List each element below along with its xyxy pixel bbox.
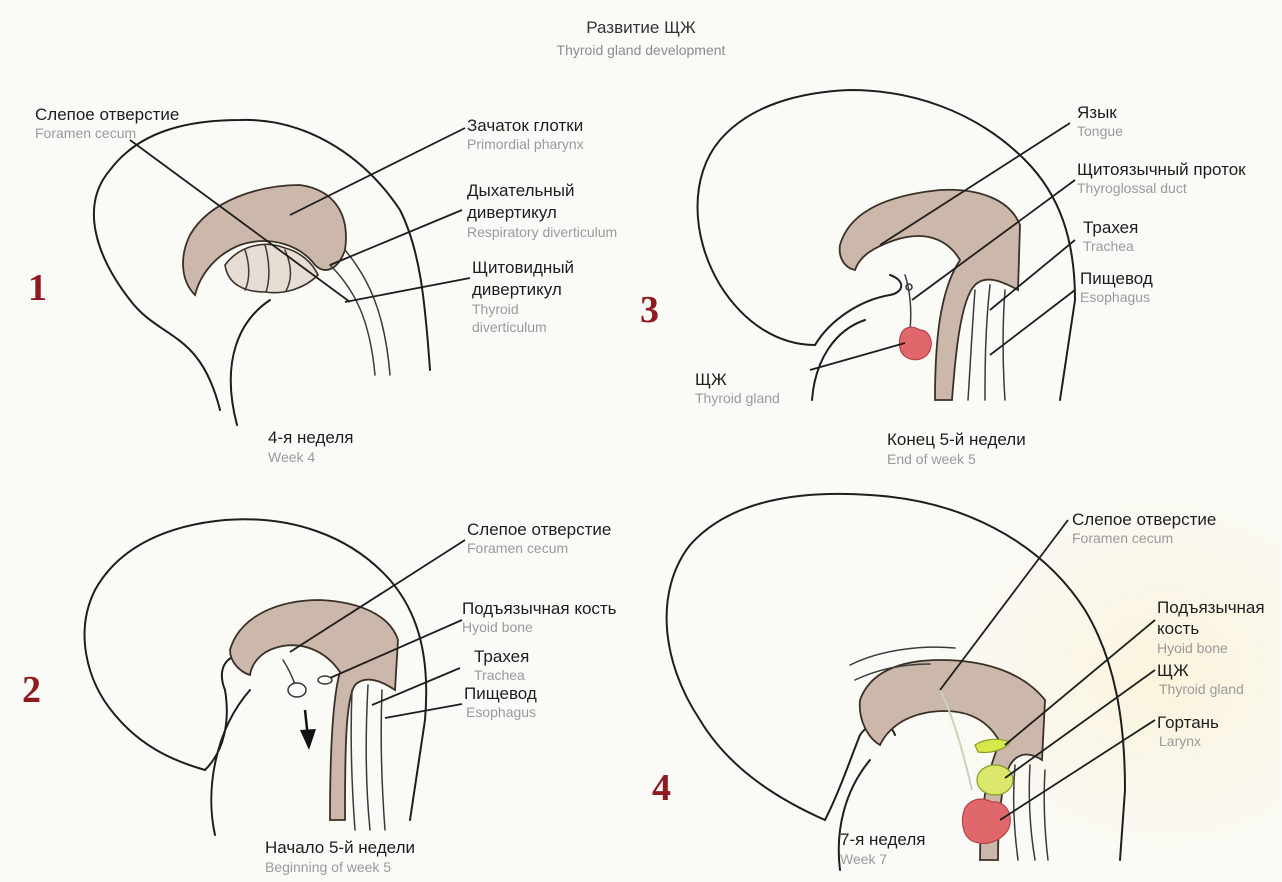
panel-1-label-3-en: Respiratory diverticulum <box>467 224 617 240</box>
panel-1-label-4-en: Thyroid <box>472 301 519 317</box>
panel-3-label-4-en: Esophagus <box>1080 289 1150 305</box>
panel-1-label-3-ru2: дивертикул <box>467 203 557 222</box>
panel-4-caption-ru: 7-я неделя <box>840 830 925 849</box>
panel-3-caption-en: End of week 5 <box>887 451 976 467</box>
panel-4-label-3-ru: ЩЖ <box>1157 661 1189 680</box>
panel-2-label-1-en: Foramen cecum <box>467 540 568 556</box>
panel-4-label-1-ru: Слепое отверстие <box>1072 510 1216 529</box>
panel-4-label-1-en: Foramen cecum <box>1072 530 1173 546</box>
panel-2-number: 2 <box>22 669 41 711</box>
panel-3-label-2-en: Thyroglossal duct <box>1077 180 1187 196</box>
panel-4-label-2-ru2: кость <box>1157 619 1199 638</box>
panel-4-larynx <box>977 765 1013 795</box>
panel-3-number: 3 <box>640 289 659 331</box>
panel-1-label-4-ru: Щитовидный <box>472 258 574 277</box>
panel-1-label-4-ru2: дивертикул <box>472 280 562 299</box>
panel-3-label-5-en: Thyroid gland <box>695 390 780 406</box>
panel-1-label-3-ru: Дыхательный <box>467 181 575 200</box>
panel-1-label-2-en: Primordial pharynx <box>467 136 584 152</box>
panel-1-caption-en: Week 4 <box>268 449 315 465</box>
panel-2-label-1-ru: Слепое отверстие <box>467 520 611 539</box>
panel-3-label-4-ru: Пищевод <box>1080 269 1153 288</box>
panel-4-label-3-en: Thyroid gland <box>1159 681 1244 697</box>
title-en: Thyroid gland development <box>557 42 726 58</box>
panel-2-thyroid-primordium <box>288 683 306 697</box>
panel-1-label-1-en: Foramen cecum <box>35 125 136 141</box>
panel-3-label-3-ru: Трахея <box>1083 218 1138 237</box>
panel-2-label-4-en: Esophagus <box>466 704 536 720</box>
panel-4-number: 4 <box>652 767 671 809</box>
title-ru: Развитие ЩЖ <box>586 18 696 37</box>
panel-4-label-4-en: Larynx <box>1159 733 1201 749</box>
panel-3-label-2-ru: Щитоязычный проток <box>1077 160 1246 179</box>
panel-2-caption-ru: Начало 5-й недели <box>265 838 415 857</box>
panel-1-number: 1 <box>28 267 47 309</box>
panel-3-label-3-en: Trachea <box>1083 238 1134 254</box>
panel-2-caption-en: Beginning of week 5 <box>265 859 391 875</box>
panel-4-label-2-ru: Подъязычная <box>1157 598 1265 617</box>
panel-1-label-1-ru: Слепое отверстие <box>35 105 179 124</box>
panel-1-label-4-en2: diverticulum <box>472 319 547 335</box>
panel-1-label-2-ru: Зачаток глотки <box>467 116 583 135</box>
panel-4-label-4-ru: Гортань <box>1157 713 1219 732</box>
panel-2-label-3-ru: Трахея <box>474 647 529 666</box>
panel-3-label-1-en: Tongue <box>1077 123 1123 139</box>
panel-2-label-2-en: Hyoid bone <box>462 619 533 635</box>
panel-3-label-5-ru: ЩЖ <box>695 370 727 389</box>
panel-4-label-2-en: Hyoid bone <box>1157 640 1228 656</box>
panel-3-label-1-ru: Язык <box>1077 103 1117 122</box>
panel-4-caption-en: Week 7 <box>840 851 887 867</box>
panel-3-caption-ru: Конец 5-й недели <box>887 430 1026 449</box>
panel-2-label-3-en: Trachea <box>474 667 525 683</box>
panel-2-label-2-ru: Подъязычная кость <box>462 599 617 618</box>
panel-1-caption-ru: 4-я неделя <box>268 428 353 447</box>
panel-2-label-4-ru: Пищевод <box>464 684 537 703</box>
